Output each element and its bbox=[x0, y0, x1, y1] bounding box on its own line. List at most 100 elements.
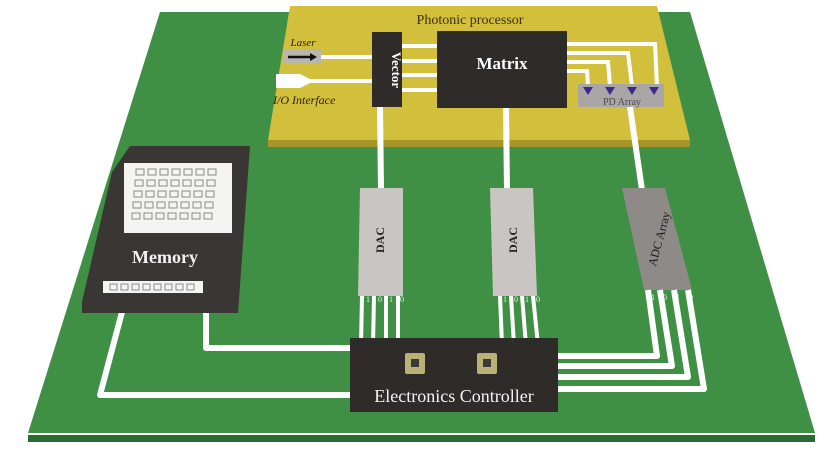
memory-cell bbox=[191, 212, 201, 220]
bit-label: 0 bbox=[663, 293, 667, 302]
memory-pin bbox=[175, 283, 184, 291]
adc-array: ADC Array bbox=[622, 188, 692, 290]
board-edge bbox=[28, 435, 815, 442]
memory-cell bbox=[144, 201, 154, 209]
memory-cell bbox=[156, 201, 166, 209]
memory-cell bbox=[168, 201, 178, 209]
bit-label: 0 bbox=[689, 293, 693, 302]
adc-bits: 1 0 1 0 bbox=[651, 293, 693, 302]
processor-title: Photonic processor bbox=[417, 13, 524, 28]
memory-cells bbox=[131, 168, 217, 220]
memory-label: Memory bbox=[132, 247, 198, 267]
controller-label: Electronics Controller bbox=[374, 386, 533, 406]
memory-cell bbox=[143, 212, 153, 220]
vector-modulator bbox=[372, 32, 402, 107]
dac-2: DAC 1 0 1 0 bbox=[490, 188, 540, 346]
bit-label: 1 bbox=[676, 293, 680, 302]
memory-cell bbox=[135, 168, 145, 176]
memory-cell bbox=[170, 179, 180, 187]
bit-label: 1 bbox=[389, 295, 393, 304]
photodetector-icon bbox=[649, 87, 659, 95]
chip-pad-icon bbox=[477, 353, 497, 374]
memory-pin bbox=[120, 283, 129, 291]
bit-label: 1 bbox=[366, 295, 370, 304]
memory-pin bbox=[109, 283, 118, 291]
dac-2-label: DAC bbox=[506, 227, 520, 253]
matrix-unit bbox=[437, 31, 567, 108]
processor-down-traces bbox=[377, 106, 645, 191]
memory-cell bbox=[171, 168, 181, 176]
bit-label: 1 bbox=[503, 295, 507, 304]
memory-pin bbox=[164, 283, 173, 291]
memory-cell bbox=[181, 190, 191, 198]
vector-label: Vector bbox=[389, 52, 404, 89]
memory-cell bbox=[145, 190, 155, 198]
io-fiber-icon bbox=[276, 74, 372, 88]
memory-pins bbox=[109, 283, 195, 291]
memory-cell bbox=[169, 190, 179, 198]
memory-cell bbox=[203, 212, 213, 220]
memory-cell bbox=[157, 190, 167, 198]
memory-cell bbox=[132, 201, 142, 209]
bit-label: 0 bbox=[514, 295, 518, 304]
memory-cell bbox=[131, 212, 141, 220]
dac-1-body bbox=[358, 188, 403, 296]
memory-cell bbox=[194, 179, 204, 187]
memory-controller-traces bbox=[97, 311, 352, 398]
adc-array-body bbox=[622, 188, 692, 290]
memory-cell bbox=[158, 179, 168, 187]
dac-1-label: DAC bbox=[373, 227, 387, 253]
photonic-processor: Photonic processor Laser I/O Interface V… bbox=[268, 6, 690, 147]
bit-label: 1 bbox=[651, 293, 655, 302]
adc-controller-traces: 1 0 1 0 bbox=[553, 289, 707, 392]
memory-cell bbox=[195, 168, 205, 176]
memory-cell bbox=[167, 212, 177, 220]
chip-pad-icon bbox=[405, 353, 425, 374]
memory-cell bbox=[155, 212, 165, 220]
dac-1-bits: 1 0 1 0 bbox=[366, 295, 404, 304]
memory-cell bbox=[207, 168, 217, 176]
laser-label: Laser bbox=[289, 37, 316, 49]
dac-2-bits: 1 0 1 0 bbox=[503, 295, 540, 304]
pd-array-label: PD Array bbox=[603, 97, 641, 108]
memory-cell bbox=[206, 179, 216, 187]
laser-arrow-icon bbox=[288, 53, 317, 61]
matrix-label: Matrix bbox=[477, 54, 528, 73]
dac-1-bit-lines bbox=[359, 295, 400, 346]
memory-pin bbox=[142, 283, 151, 291]
bit-label: 0 bbox=[536, 295, 540, 304]
memory-cell bbox=[179, 212, 189, 220]
electronics-controller: Electronics Controller bbox=[350, 338, 558, 412]
photodetector-icon bbox=[605, 87, 615, 95]
memory-module: Memory bbox=[82, 146, 250, 313]
memory-cell bbox=[159, 168, 169, 176]
memory-pin bbox=[153, 283, 162, 291]
bit-label: 0 bbox=[400, 295, 404, 304]
dac-2-body bbox=[490, 188, 537, 296]
memory-pin bbox=[131, 283, 140, 291]
io-interface-label: I/O Interface bbox=[272, 93, 336, 107]
vector-matrix-waveguides bbox=[402, 44, 437, 92]
memory-cell bbox=[146, 179, 156, 187]
controller-body bbox=[350, 338, 558, 412]
memory-pin bbox=[186, 283, 195, 291]
processor-edge bbox=[268, 140, 690, 147]
dac-2-bit-lines bbox=[498, 295, 540, 346]
memory-cell bbox=[133, 190, 143, 198]
memory-cell bbox=[134, 179, 144, 187]
memory-cell bbox=[147, 168, 157, 176]
bit-label: 0 bbox=[378, 295, 382, 304]
memory-cell bbox=[204, 201, 214, 209]
memory-cell bbox=[180, 201, 190, 209]
dac-1: DAC 1 0 1 0 bbox=[358, 188, 404, 346]
memory-cell bbox=[192, 201, 202, 209]
memory-cell bbox=[182, 179, 192, 187]
photodetector-icon bbox=[627, 87, 637, 95]
memory-cell bbox=[193, 190, 203, 198]
bit-label: 1 bbox=[525, 295, 529, 304]
pd-array bbox=[578, 84, 664, 107]
photodetector-icon bbox=[583, 87, 593, 95]
matrix-pd-waveguides bbox=[567, 42, 659, 87]
memory-cell bbox=[205, 190, 215, 198]
memory-cell bbox=[183, 168, 193, 176]
